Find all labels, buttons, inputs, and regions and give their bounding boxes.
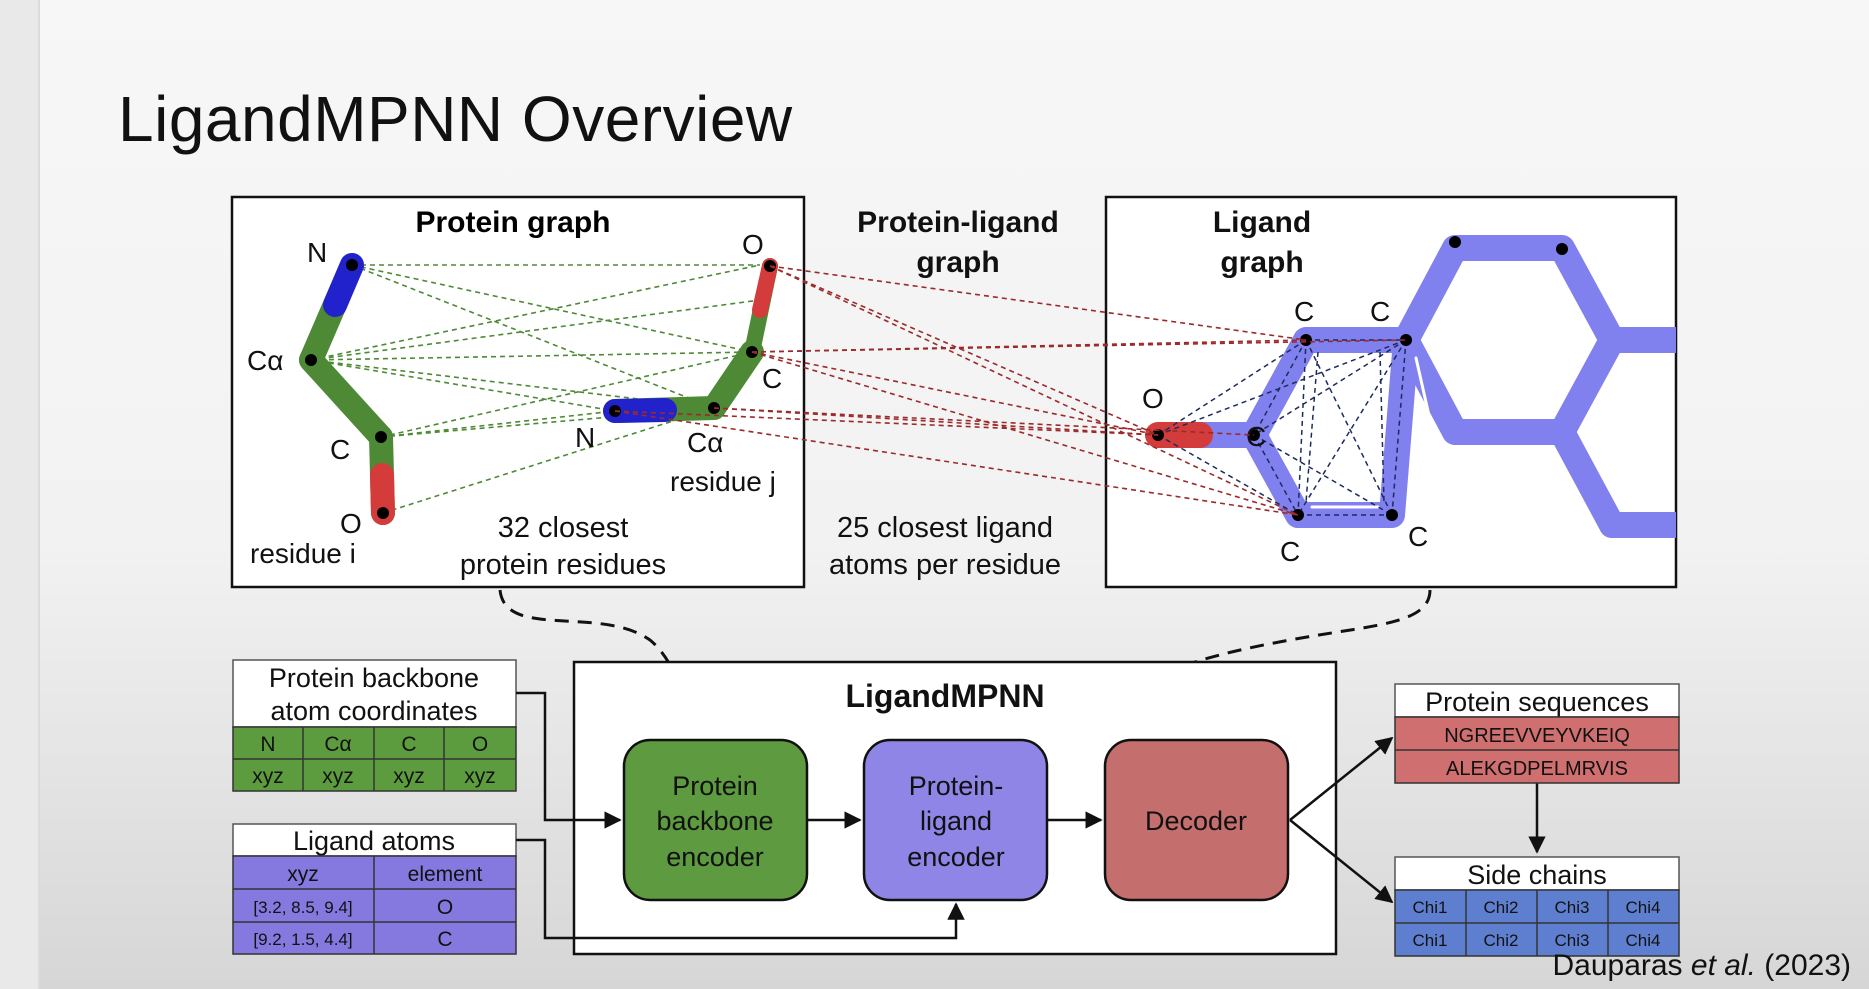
ligand-atom-c3: C	[1246, 421, 1266, 452]
decoder-to-sequences-arrow	[1289, 736, 1394, 821]
slide-title: LigandMPNN Overview	[118, 83, 793, 155]
atom-dot	[346, 259, 358, 271]
ligand-atom-c4: C	[1280, 536, 1300, 567]
protein-ligand-title-line1: Protein-ligand	[857, 206, 1059, 239]
closest-residues-line2: protein residues	[460, 549, 666, 581]
ligand-atom-c5: C	[1408, 521, 1428, 552]
sequence-row: ALEKGDPELMRVIS	[1446, 758, 1628, 780]
ligand-cell: C	[437, 928, 452, 951]
ligand-graph-title-line1: Ligand	[1213, 206, 1311, 239]
citation: Dauparas et al. (2023)	[1552, 949, 1851, 983]
chi-cell: Chi2	[1484, 898, 1519, 917]
protein-sequences-table: Protein sequences NGREEVVEYVKEIQ ALEKGDP…	[1394, 683, 1680, 784]
backbone-col-o: O	[472, 733, 488, 756]
backbone-encoder-label: backbone	[656, 806, 773, 836]
atom-label-n-i: N	[307, 237, 327, 268]
chi-cell: Chi4	[1626, 898, 1661, 917]
closest-residues-line1: 32 closest	[498, 512, 629, 544]
atom-label-ca-i: Cα	[247, 345, 283, 376]
backbone-cell: xyz	[464, 765, 496, 788]
backbone-input-arrow	[516, 691, 622, 829]
side-chains-table: Side chains Chi1 Chi2 Chi3 Chi4 Chi1 Chi…	[1394, 856, 1680, 957]
atom-dot	[1400, 334, 1412, 346]
decoder-label: Decoder	[1145, 806, 1247, 836]
atom-dot	[1449, 236, 1461, 248]
residue-j-label: residue j	[670, 466, 776, 497]
backbone-table-header-line2: atom coordinates	[270, 696, 477, 726]
atom-label-o-j: O	[742, 229, 764, 260]
residue-i-label: residue i	[250, 538, 356, 569]
atom-dot	[377, 507, 389, 519]
backbone-table: Protein backbone atom coordinates N Cα C…	[232, 659, 517, 792]
backbone-cell: xyz	[252, 765, 284, 788]
citation-etal: et al.	[1690, 949, 1756, 982]
atom-label-n-j: N	[575, 422, 595, 453]
backbone-cell: xyz	[393, 765, 425, 788]
chi-cell: Chi4	[1626, 931, 1661, 950]
ligand-atom-o: O	[1142, 383, 1164, 414]
atom-label-ca-j: Cα	[687, 427, 723, 458]
slide-left-margin	[0, 0, 40, 989]
backbone-col-c: C	[401, 733, 416, 756]
backbone-encoder-label: Protein	[672, 771, 758, 801]
ligand-cell: [3.2, 8.5, 9.4]	[253, 898, 352, 917]
chi-cell: Chi3	[1555, 931, 1590, 950]
side-chains-header: Side chains	[1467, 860, 1607, 890]
ligand-table-header: Ligand atoms	[293, 826, 455, 856]
chi-cell: Chi3	[1555, 898, 1590, 917]
backbone-col-n: N	[260, 733, 275, 756]
ligand-col-xyz: xyz	[287, 863, 319, 886]
backbone-col-ca: Cα	[324, 733, 351, 756]
backbone-cell: xyz	[322, 765, 354, 788]
decoder-to-sidechains-arrow	[1289, 819, 1394, 904]
ligand-encoder-label: ligand	[920, 806, 992, 836]
atom-dot	[1386, 509, 1398, 521]
ligand-cell: [9.2, 1.5, 4.4]	[253, 930, 352, 949]
atom-dot	[305, 354, 317, 366]
backbone-table-header-line1: Protein backbone	[269, 663, 479, 693]
ligand-input-arrow	[516, 838, 965, 940]
residue-edges	[310, 264, 761, 514]
chi-cell: Chi1	[1413, 931, 1448, 950]
ligand-encoder-label: encoder	[907, 842, 1005, 872]
atom-label-c-j: C	[762, 363, 782, 394]
residue-j-stick	[603, 258, 778, 423]
atom-dot	[1556, 243, 1568, 255]
ligand-atom-c1: C	[1294, 296, 1314, 327]
protein-ligand-edges	[614, 265, 1407, 516]
protein-ligand-title-line2: graph	[916, 246, 999, 279]
chi-cell: Chi2	[1484, 931, 1519, 950]
ligand-cell: O	[437, 896, 453, 919]
sequence-row: NGREEVVEYVKEIQ	[1444, 725, 1630, 747]
backbone-encoder-label: encoder	[666, 842, 764, 872]
ligand-atom-c2: C	[1370, 296, 1390, 327]
closest-ligand-line2: atoms per residue	[829, 549, 1061, 581]
atom-label-c-i: C	[330, 434, 350, 465]
decoder-box	[1103, 738, 1290, 902]
citation-author: Dauparas	[1552, 949, 1683, 982]
model-title: LigandMPNN	[845, 678, 1044, 714]
ligand-edges	[1157, 339, 1407, 516]
chi-cell: Chi1	[1413, 898, 1448, 917]
residue-i-stick	[299, 253, 395, 525]
ligand-encoder-label: Protein-	[909, 771, 1004, 801]
citation-year: (2023)	[1764, 949, 1851, 982]
sequences-header: Protein sequences	[1425, 687, 1649, 717]
ligand-col-element: element	[408, 863, 483, 886]
atom-label-o-i: O	[340, 508, 362, 539]
ligand-atoms-table: Ligand atoms xyz element [3.2, 8.5, 9.4]…	[232, 823, 517, 955]
atom-dot	[375, 431, 387, 443]
protein-graph-title: Protein graph	[415, 206, 610, 239]
closest-ligand-line1: 25 closest ligand	[837, 512, 1053, 544]
ligand-graph-title-line2: graph	[1220, 246, 1303, 279]
